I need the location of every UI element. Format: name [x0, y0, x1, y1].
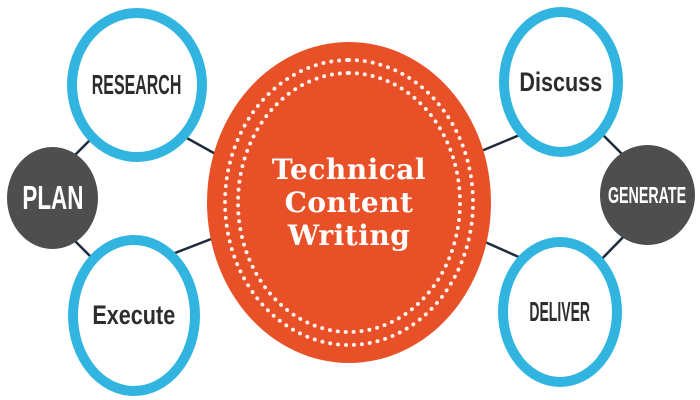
node-deliver: DELIVER: [498, 237, 622, 387]
center-title-line-2: Content: [284, 186, 414, 219]
discuss-label: Discuss: [519, 66, 603, 97]
generate-label: GENERATE: [608, 181, 687, 208]
center-title-line-3: Writing: [287, 219, 411, 252]
node-center: Technical Content Writing: [207, 42, 491, 363]
node-plan: PLAN: [7, 147, 98, 249]
node-execute: Execute: [68, 235, 200, 396]
node-generate: GENERATE: [600, 145, 695, 245]
research-label: RESEARCH: [92, 69, 182, 100]
execute-label: Execute: [92, 300, 176, 330]
center-title: Technical Content Writing: [272, 153, 426, 252]
center-title-line-1: Technical: [271, 153, 427, 186]
node-research: RESEARCH: [67, 8, 207, 162]
deliver-label: DELIVER: [529, 296, 591, 327]
plan-label: PLAN: [21, 179, 84, 216]
node-discuss: Discuss: [499, 7, 623, 157]
